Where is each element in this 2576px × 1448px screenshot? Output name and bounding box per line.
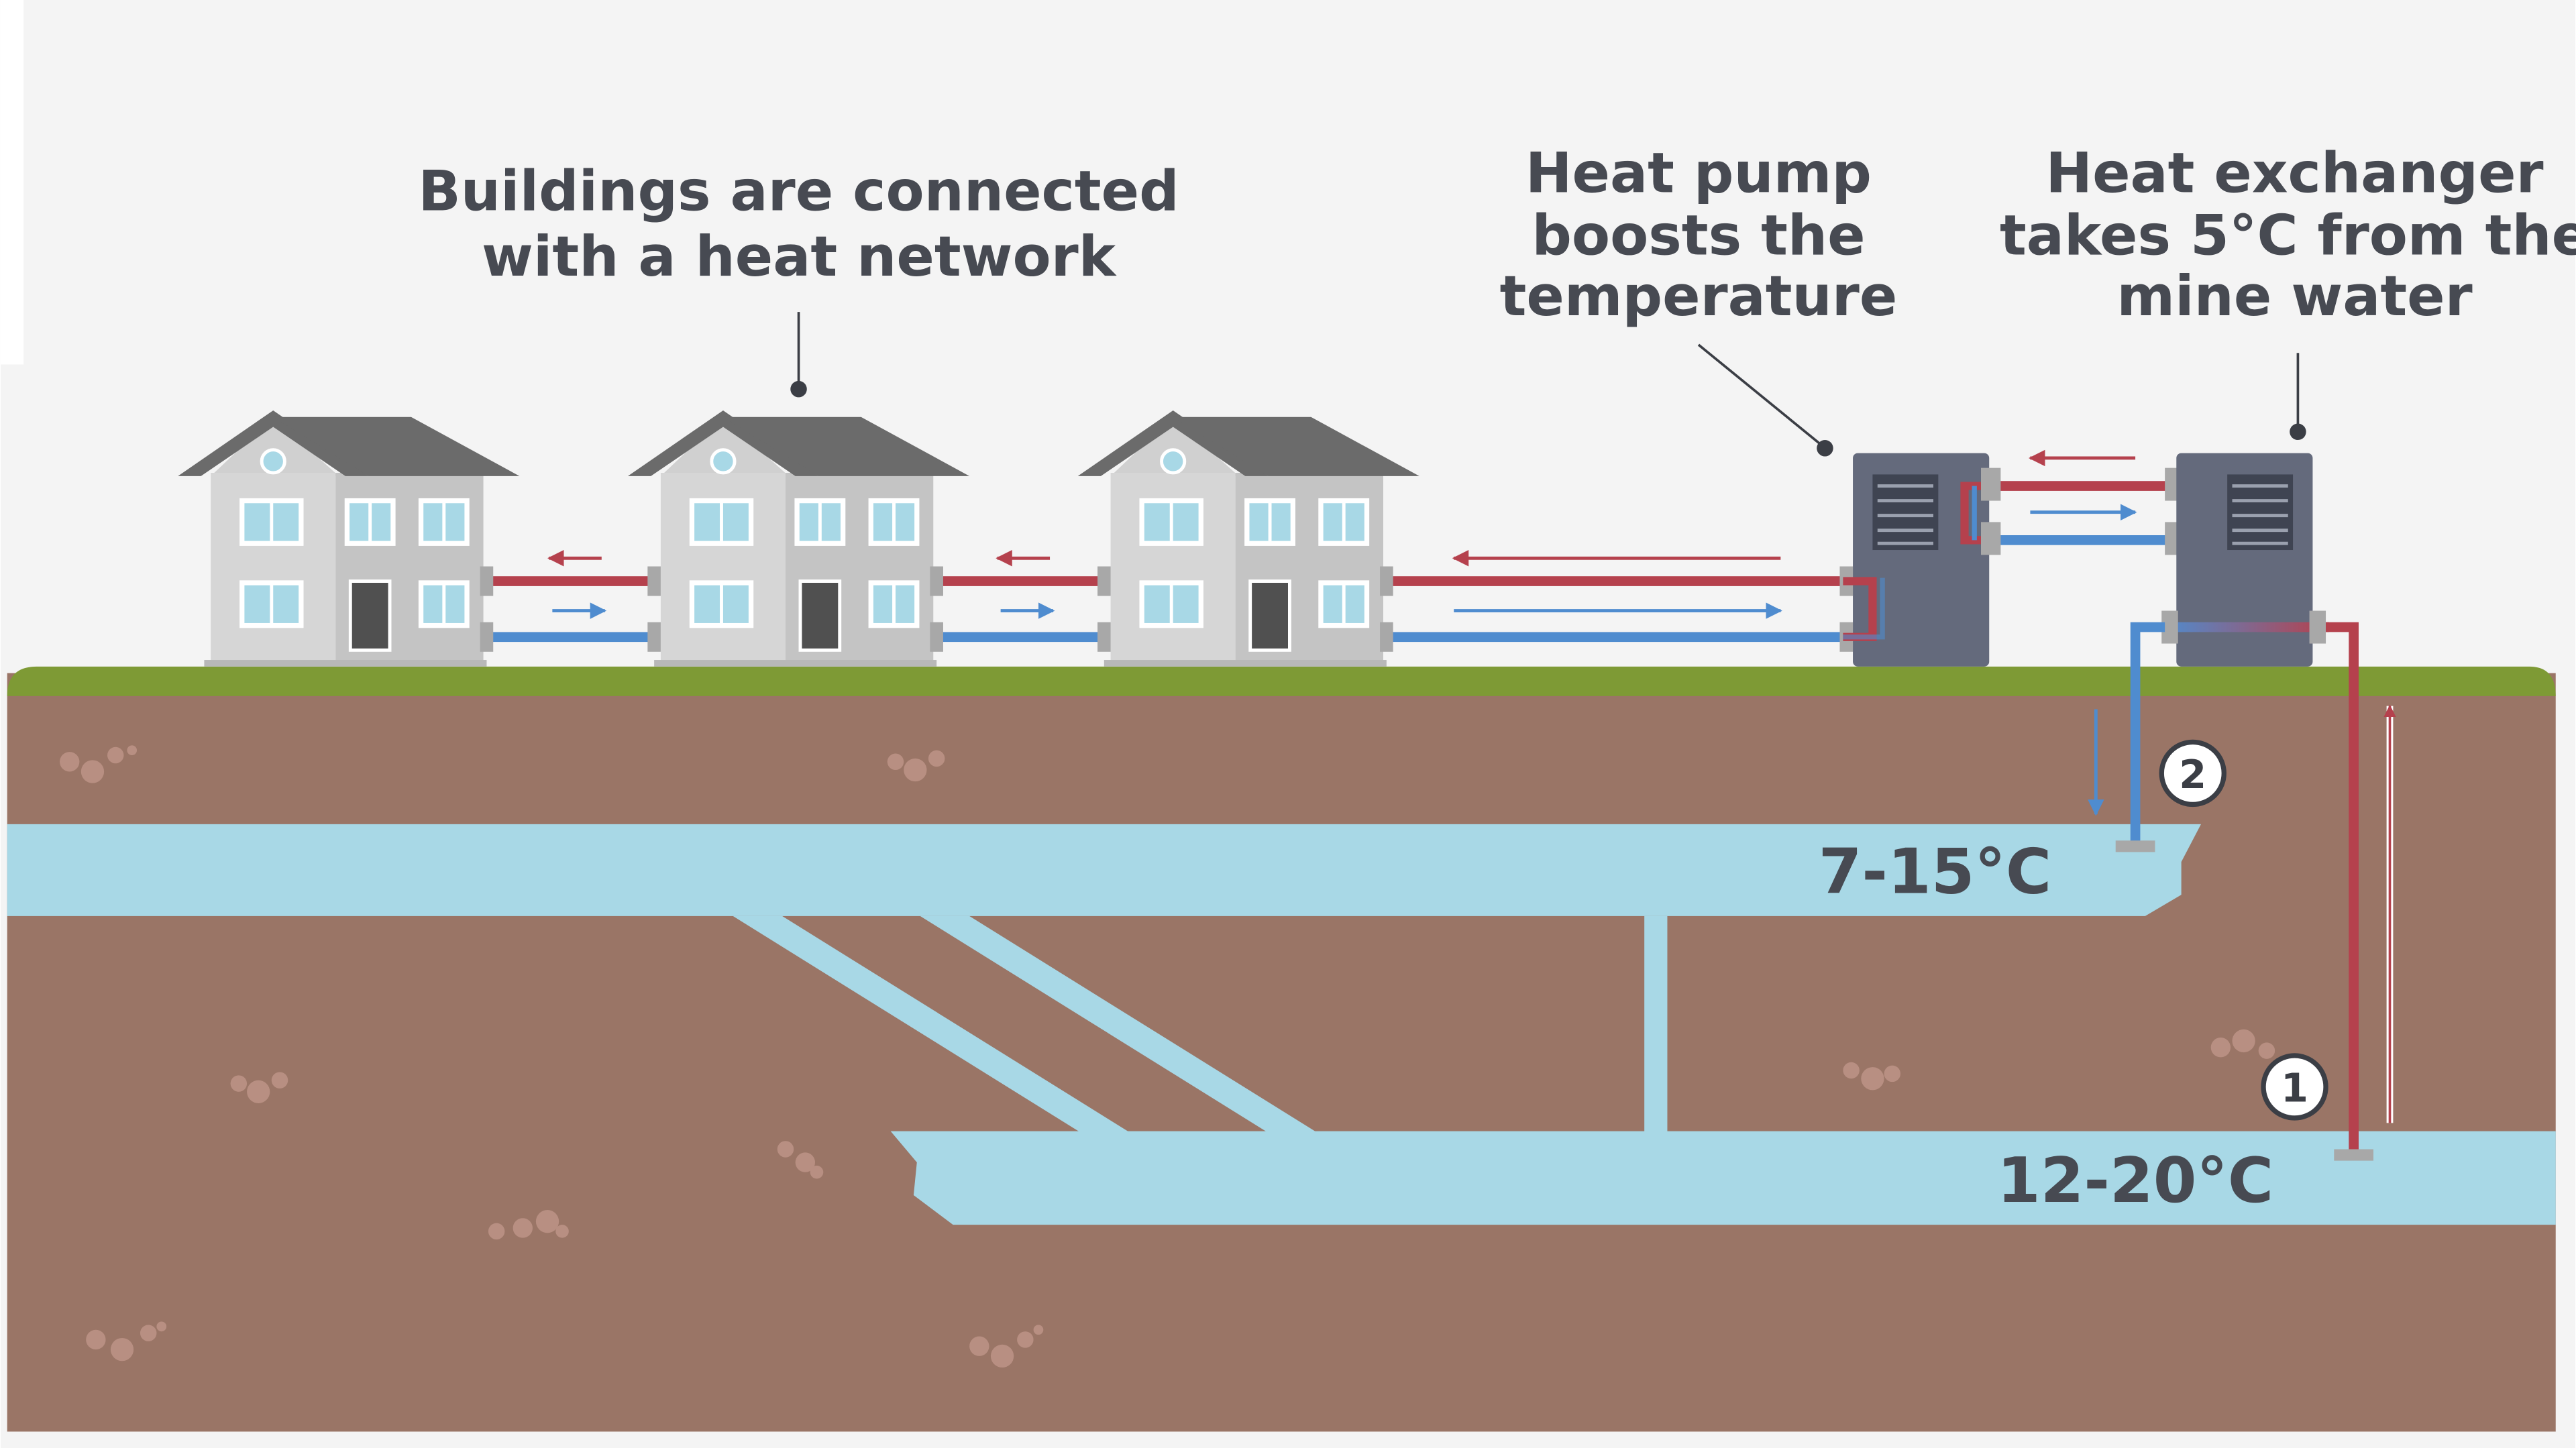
heat-pump-label: Heat pump boosts the temperature xyxy=(1500,140,1898,457)
lower-temperature: 12-20°C xyxy=(1997,1144,2273,1217)
upper-temperature: 7-15°C xyxy=(1819,836,2051,908)
rocks xyxy=(60,745,2275,1368)
badge-1: 1 xyxy=(2261,1053,2328,1121)
heat-exchanger-label-line-1: Heat exchanger xyxy=(2045,140,2543,205)
badge-2-label: 2 xyxy=(2179,751,2206,797)
upper-gallery xyxy=(7,824,2202,916)
vertical-shaft xyxy=(1644,915,1668,1133)
heat-pump-label-line-3: temperature xyxy=(1500,264,1898,329)
heat-pump-label-line-1: Heat pump xyxy=(1525,140,1872,205)
heat-pump-label-line-2: boosts the xyxy=(1532,203,1865,268)
badge-1-label: 1 xyxy=(2281,1065,2308,1111)
house-icon xyxy=(1078,410,1419,667)
heat-exchanger-unit xyxy=(2161,453,2329,667)
buildings-label-line-1: Buildings are connected xyxy=(418,158,1179,223)
buildings-label: Buildings are connected with a heat netw… xyxy=(418,158,1179,398)
buildings-label-line-2: with a heat network xyxy=(482,224,1117,289)
mine-water-pipes xyxy=(2088,622,2396,1161)
badge-2: 2 xyxy=(2159,739,2226,807)
heat-pump-unit xyxy=(1843,453,1990,667)
house-icon xyxy=(178,410,520,667)
house-icon xyxy=(628,410,969,667)
diagonal-shaft-1 xyxy=(733,915,1131,1133)
diagonal-shaft-2 xyxy=(920,915,1318,1133)
lower-gallery xyxy=(890,1131,2556,1225)
white-panel xyxy=(0,0,24,365)
heat-exchanger-label-line-3: mine water xyxy=(2116,264,2472,329)
heat-exchanger-label: Heat exchanger takes 5°C from the mine w… xyxy=(2000,140,2576,441)
grass-strip xyxy=(7,666,2556,696)
pipe-couplings xyxy=(647,566,1854,652)
network-flow-arrows xyxy=(547,550,1782,619)
heat-exchanger-label-line-2: takes 5°C from the xyxy=(2000,203,2576,268)
heat-network-pipes xyxy=(490,576,1843,643)
